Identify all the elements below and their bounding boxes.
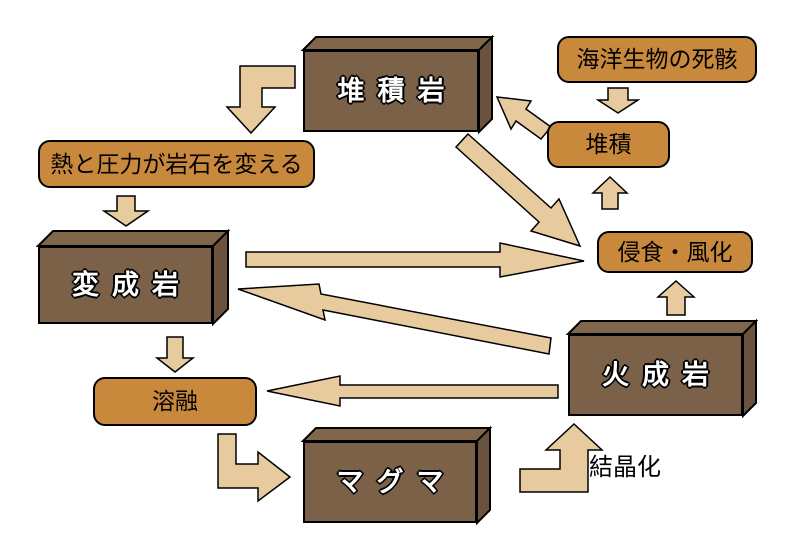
sedimentary-box-side-face (478, 34, 493, 135)
arrow-igneous-to-erosion (656, 279, 696, 316)
box-magma: マグマ (303, 441, 477, 523)
marine-remains-label: 海洋生物の死骸 (576, 47, 738, 72)
box-sedimentary-rock: 堆積岩 (303, 50, 479, 132)
arrow-igneous-to-metamorphic (237, 283, 552, 355)
metamorphic-box-top-face (35, 230, 231, 247)
arrow-deposition-to-sedimentary (495, 96, 553, 141)
arrow-heat-pressure-to-metamorphic (101, 195, 151, 227)
arrow-igneous-to-melting (266, 375, 559, 407)
deposition-label: 堆積 (585, 132, 632, 157)
sedimentary-box-top-face (300, 36, 495, 51)
label-box-heat-pressure: 熱と圧力が岩石を変える (38, 140, 315, 188)
arrow-sedimentary-to-heat-pressure (225, 65, 296, 135)
box-igneous-rock: 火成岩 (568, 334, 743, 416)
arrow-magma-to-igneous (519, 422, 604, 493)
igneous-rock-label: 火成岩 (602, 359, 722, 390)
magma-box-top-face (300, 427, 493, 442)
arrow-melting-to-magma (217, 433, 292, 503)
arrow-marine-remains-to-deposition (595, 87, 641, 114)
arrow-metamorphic-to-erosion (245, 242, 585, 278)
sedimentary-rock-label: 堆積岩 (337, 75, 458, 106)
box-metamorphic-rock: 変成岩 (38, 246, 213, 324)
magma-label: マグマ (336, 466, 457, 497)
igneous-box-top-face (565, 320, 759, 335)
label-box-erosion-weathering: 侵食・風化 (597, 231, 753, 273)
label-box-melting: 溶融 (93, 377, 257, 426)
label-box-deposition: 堆積 (547, 121, 670, 168)
metamorphic-box-side-face (212, 228, 229, 327)
arrow-metamorphic-to-melting (154, 336, 196, 373)
label-box-marine-remains: 海洋生物の死骸 (557, 36, 757, 83)
erosion-weathering-label: 侵食・風化 (617, 239, 733, 265)
igneous-box-side-face (742, 318, 757, 419)
heat-pressure-label: 熱と圧力が岩石を変える (50, 151, 303, 177)
arrow-erosion-to-deposition (591, 175, 629, 210)
metamorphic-rock-label: 変成岩 (72, 269, 192, 300)
melting-label: 溶融 (152, 389, 198, 414)
crystallization-label: 結晶化 (589, 455, 661, 481)
magma-box-side-face (476, 425, 491, 526)
arrow-sedimentary-to-erosion (454, 132, 582, 248)
